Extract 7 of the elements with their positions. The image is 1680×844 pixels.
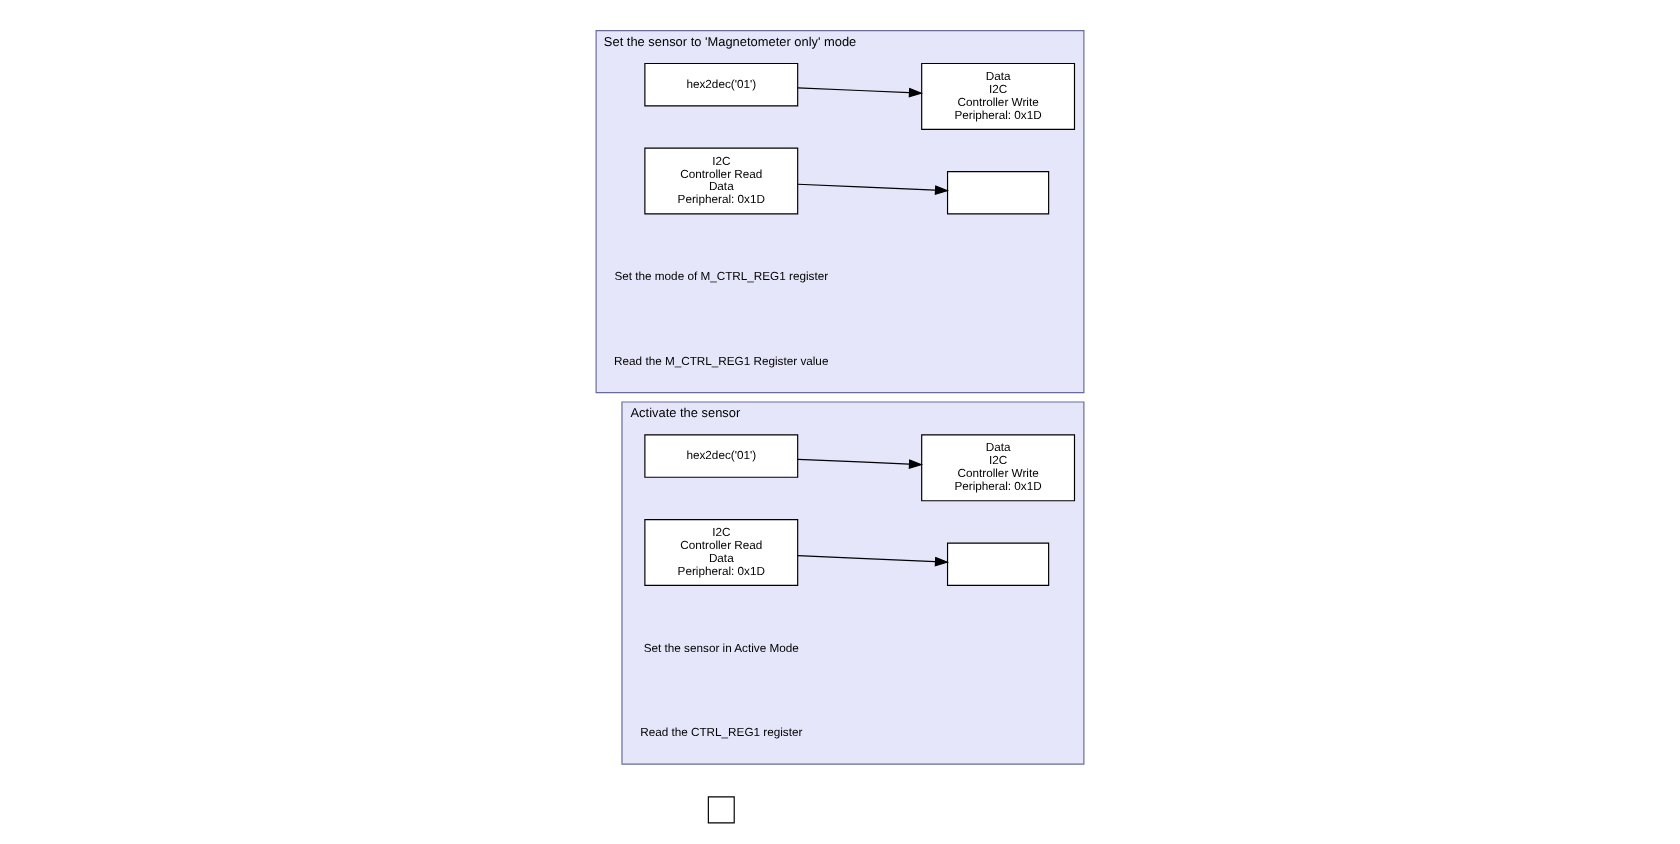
node-box xyxy=(946,171,1050,215)
arrow xyxy=(797,458,924,469)
arrow xyxy=(797,183,950,196)
arrow xyxy=(797,555,950,567)
arrow xyxy=(797,87,924,98)
node-box xyxy=(946,542,1050,586)
node-box xyxy=(707,796,735,824)
